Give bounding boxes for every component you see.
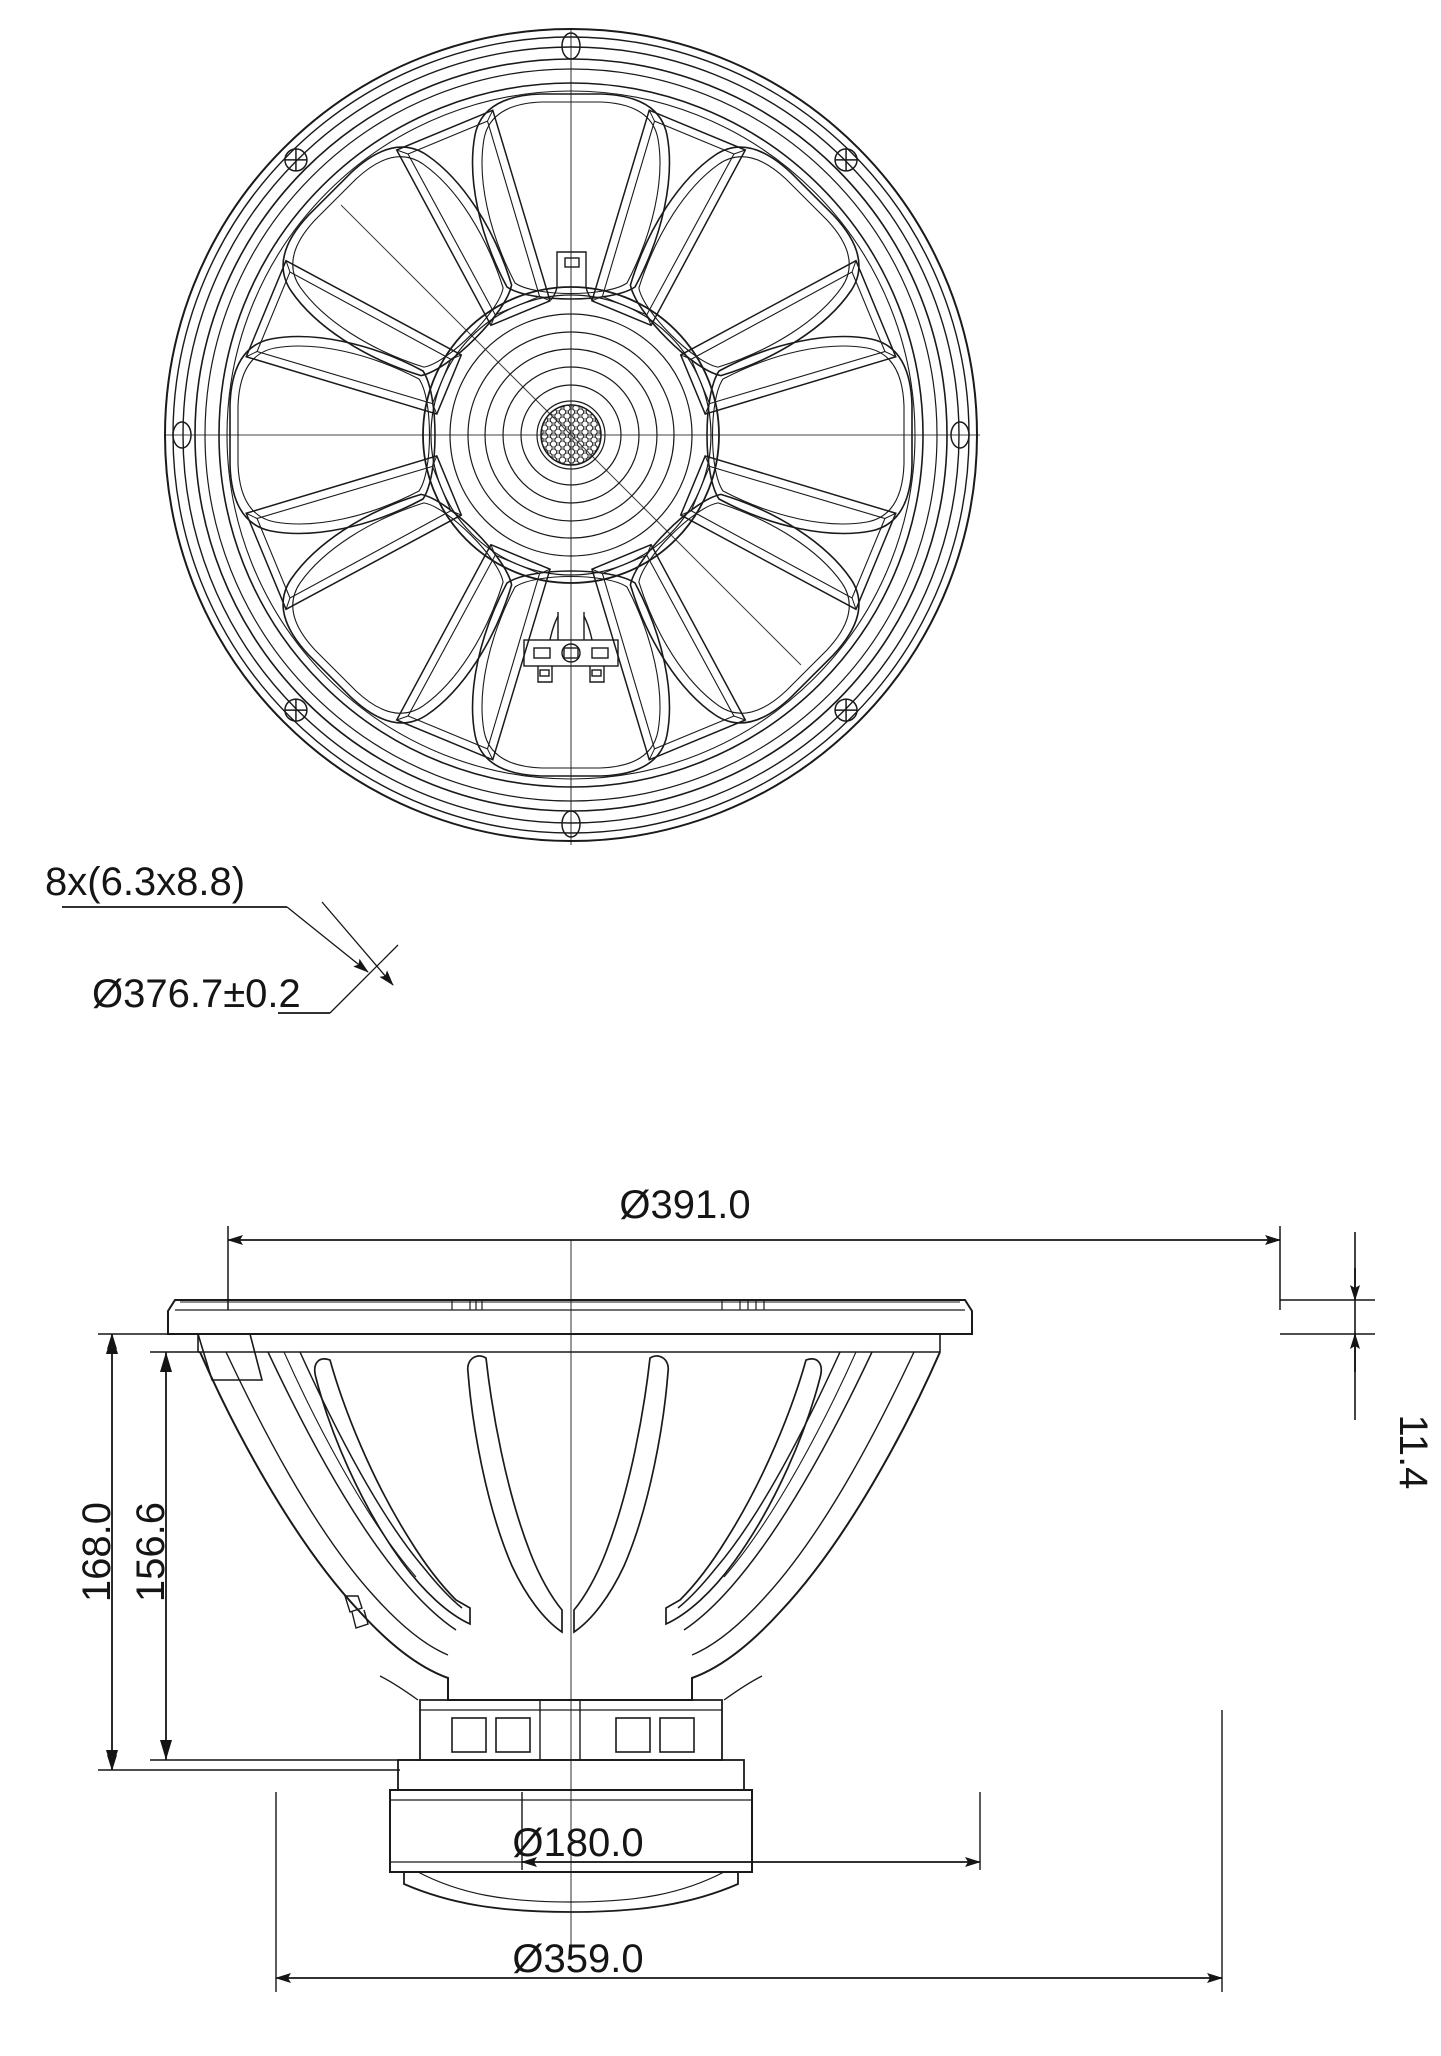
mounting-holes	[172, 32, 970, 838]
dust-cap	[540, 404, 602, 466]
basket-diameter-label: Ø359.0	[512, 1937, 643, 1981]
dimension-lines	[98, 1226, 1375, 1992]
bolt-circle-leader	[278, 944, 399, 1014]
mounting-holes-label: 8x(6.3x8.8)	[45, 860, 245, 904]
mounting-hole-leader	[62, 901, 394, 986]
front-view: 8x(6.3x8.8) Ø376.7±0.2	[45, 28, 980, 1016]
frame-diameter-label: Ø391.0	[619, 1183, 750, 1227]
basket-depth-label: 156.6	[129, 1502, 173, 1602]
magnet-diameter-label: Ø180.0	[512, 1821, 643, 1865]
side-section-view	[167, 1240, 973, 1960]
overall-depth-label: 168.0	[75, 1502, 119, 1602]
cone-rings	[422, 286, 720, 584]
basket-body	[196, 1333, 941, 1701]
terminal-block	[523, 612, 619, 683]
top-lug	[550, 251, 593, 301]
bolt-circle-label: Ø376.7±0.2	[92, 972, 301, 1016]
flange-plate	[167, 1299, 973, 1335]
flange-thickness-label: 11.4	[1391, 1415, 1435, 1490]
